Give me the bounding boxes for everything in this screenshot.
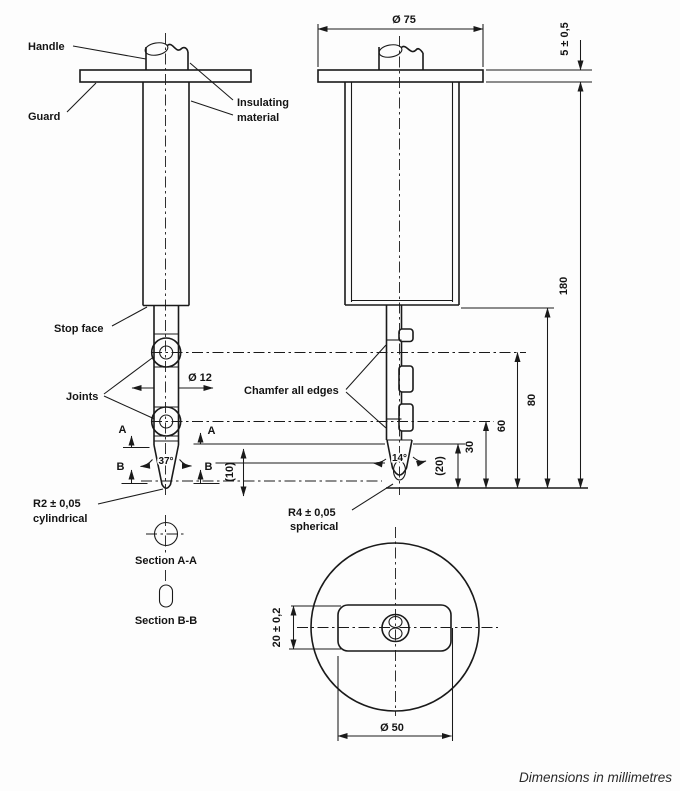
- section-marker-a-left: A: [119, 424, 127, 436]
- caption-dimensions-note: Dimensions in millimetres: [519, 770, 672, 785]
- dim-joint2-to-tip: 30: [464, 441, 476, 453]
- joint-tab-3: [398, 403, 414, 432]
- guard-label: Guard: [28, 111, 60, 123]
- section-marker-a-right: A: [208, 425, 216, 437]
- finger-tip-front: [153, 444, 180, 490]
- stop-face-label: Stop face: [54, 323, 104, 335]
- side-view: [317, 44, 484, 481]
- joint-tab-2: [398, 365, 414, 393]
- extension-lines: [193, 24, 592, 741]
- spherical-end-line: [392, 460, 407, 481]
- section-marker-b-right: B: [205, 461, 213, 473]
- chamfer-label: Chamfer all edges: [244, 385, 339, 397]
- joint-1-pin: [159, 345, 174, 360]
- guard-circle: [310, 542, 480, 712]
- finger-section-lobe-bottom: [388, 627, 403, 640]
- handle-section: [337, 604, 452, 652]
- leader-lines: [66, 45, 394, 511]
- guard-plate-side: [317, 69, 484, 83]
- section-aa-label: Section A-A: [135, 555, 197, 567]
- front-view: [79, 42, 252, 490]
- joints-label: Joints: [66, 391, 98, 403]
- section-markers: [121, 432, 220, 485]
- r2-sub-label: cylindrical: [33, 513, 87, 525]
- joint-2-pin: [159, 414, 174, 429]
- dim-dia-guard: Ø 75: [392, 14, 416, 26]
- insulating-material-label-line1: Insulating: [237, 97, 289, 109]
- dim-handle-flat-width: 20 ± 0,2: [271, 608, 283, 648]
- dim-stop-to-tip: 80: [526, 394, 538, 406]
- joint-1: [150, 337, 182, 368]
- joint-2: [150, 406, 182, 437]
- dim-angle-front: 37°: [158, 456, 173, 467]
- finger-section-outer: [381, 613, 410, 643]
- section-bb-label: Section B-B: [135, 615, 197, 627]
- angle-arrows: [140, 456, 427, 469]
- break-section-hatch: [144, 42, 169, 56]
- dim-dia-handle: Ø 50: [380, 722, 404, 734]
- r4-sub-label: spherical: [290, 521, 338, 533]
- joint-tab-1: [398, 328, 414, 343]
- finger-tip-side: [386, 439, 413, 476]
- section-marker-b-left: B: [117, 461, 125, 473]
- insulating-material-label-line2: material: [237, 112, 279, 124]
- dim-overall-length: 180: [558, 277, 570, 295]
- dim-taper-side: (20): [434, 456, 446, 476]
- section-aa-shape: [153, 521, 179, 547]
- guard-plate-front: [79, 69, 252, 83]
- section-bb-shape: [158, 584, 174, 608]
- handle-label: Handle: [28, 41, 65, 53]
- dim-dia-finger: Ø 12: [188, 372, 212, 384]
- center-lines: [141, 33, 526, 716]
- dim-angle-side: 14°: [392, 453, 407, 464]
- section-bb-view: [158, 584, 174, 608]
- dim-joint1-to-tip: 60: [496, 420, 508, 432]
- dimension-lines: [131, 26, 584, 739]
- break-section-hatch: [378, 44, 403, 58]
- section-aa-view: [153, 521, 179, 547]
- bottom-view: [310, 542, 480, 712]
- r2-label: R2 ± 0,05: [33, 498, 81, 510]
- dim-guard-thickness: 5 ± 0,5: [559, 22, 571, 56]
- r4-label: R4 ± 0,05: [288, 507, 336, 519]
- dim-taper-front: (10): [224, 462, 236, 482]
